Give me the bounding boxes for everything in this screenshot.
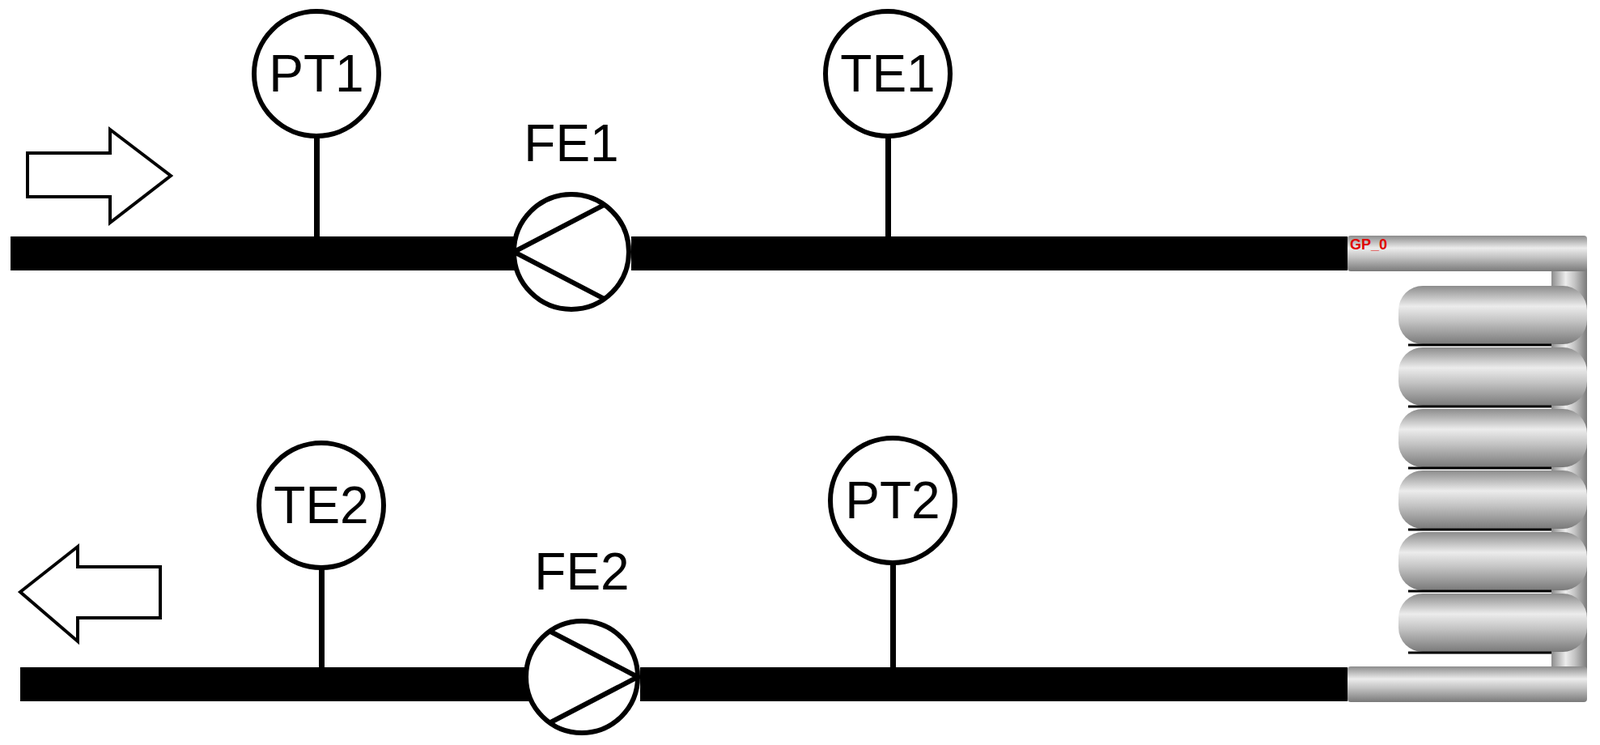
instrument-tag: PT2 xyxy=(844,474,940,527)
supply-pipe xyxy=(10,236,578,271)
instrument-bubble: TE1 xyxy=(823,8,953,139)
bubble-circle xyxy=(254,11,379,136)
instrument-stem xyxy=(890,562,896,669)
meter-circle xyxy=(526,620,638,733)
instrument-tag: PT1 xyxy=(268,47,364,100)
coil-gap-line xyxy=(1408,651,1552,654)
flow-in-arrow xyxy=(27,129,171,223)
pipe-line xyxy=(640,666,1348,701)
instrument-stem xyxy=(314,135,320,238)
coil-turn xyxy=(1398,531,1588,590)
coil-drawing xyxy=(1347,235,1588,702)
instrument-tag: TE1 xyxy=(840,47,935,100)
coil-gap-line xyxy=(1408,343,1552,347)
flow-meter-symbol xyxy=(511,191,632,312)
coil-turn xyxy=(1398,285,1588,344)
meter-chevron xyxy=(549,630,638,722)
meter-circle xyxy=(513,194,629,310)
coil-gap-line xyxy=(1408,589,1552,593)
instrument-bubble: TE2 xyxy=(256,440,387,570)
heating-coil: GP_0 xyxy=(1347,235,1588,702)
flow-tag: FE1 xyxy=(511,117,632,170)
coil-label: GP_0 xyxy=(1349,237,1388,252)
coil-turn xyxy=(1398,470,1588,529)
coil-end-tube xyxy=(1347,235,1588,272)
bubble-circle xyxy=(258,442,384,568)
instrument-tag: TE2 xyxy=(273,479,369,531)
flow-element: FE2 xyxy=(523,545,641,735)
meter-chevron xyxy=(513,204,605,299)
coil-turn xyxy=(1398,593,1588,652)
flow-out-arrow xyxy=(20,546,161,641)
coil-turn xyxy=(1398,408,1588,467)
instrument-stem xyxy=(885,135,892,238)
instrument-bubble: PT1 xyxy=(251,8,382,139)
bubble-circle xyxy=(825,11,951,136)
coil-end-tube xyxy=(1347,666,1588,702)
coil-gap-line xyxy=(1408,528,1552,531)
bubble-circle xyxy=(830,437,955,563)
pipe-line xyxy=(631,236,1348,271)
coil-gap-line xyxy=(1408,466,1552,470)
coil-gap-line xyxy=(1408,405,1552,408)
flow-meter-symbol xyxy=(523,618,641,735)
flow-element: FE1 xyxy=(511,117,632,312)
flow-tag: FE2 xyxy=(523,545,641,598)
instrument-stem xyxy=(318,567,325,669)
instrument-bubble: PT2 xyxy=(827,435,958,565)
return-pipe xyxy=(20,666,587,701)
coil-turn xyxy=(1398,347,1588,406)
